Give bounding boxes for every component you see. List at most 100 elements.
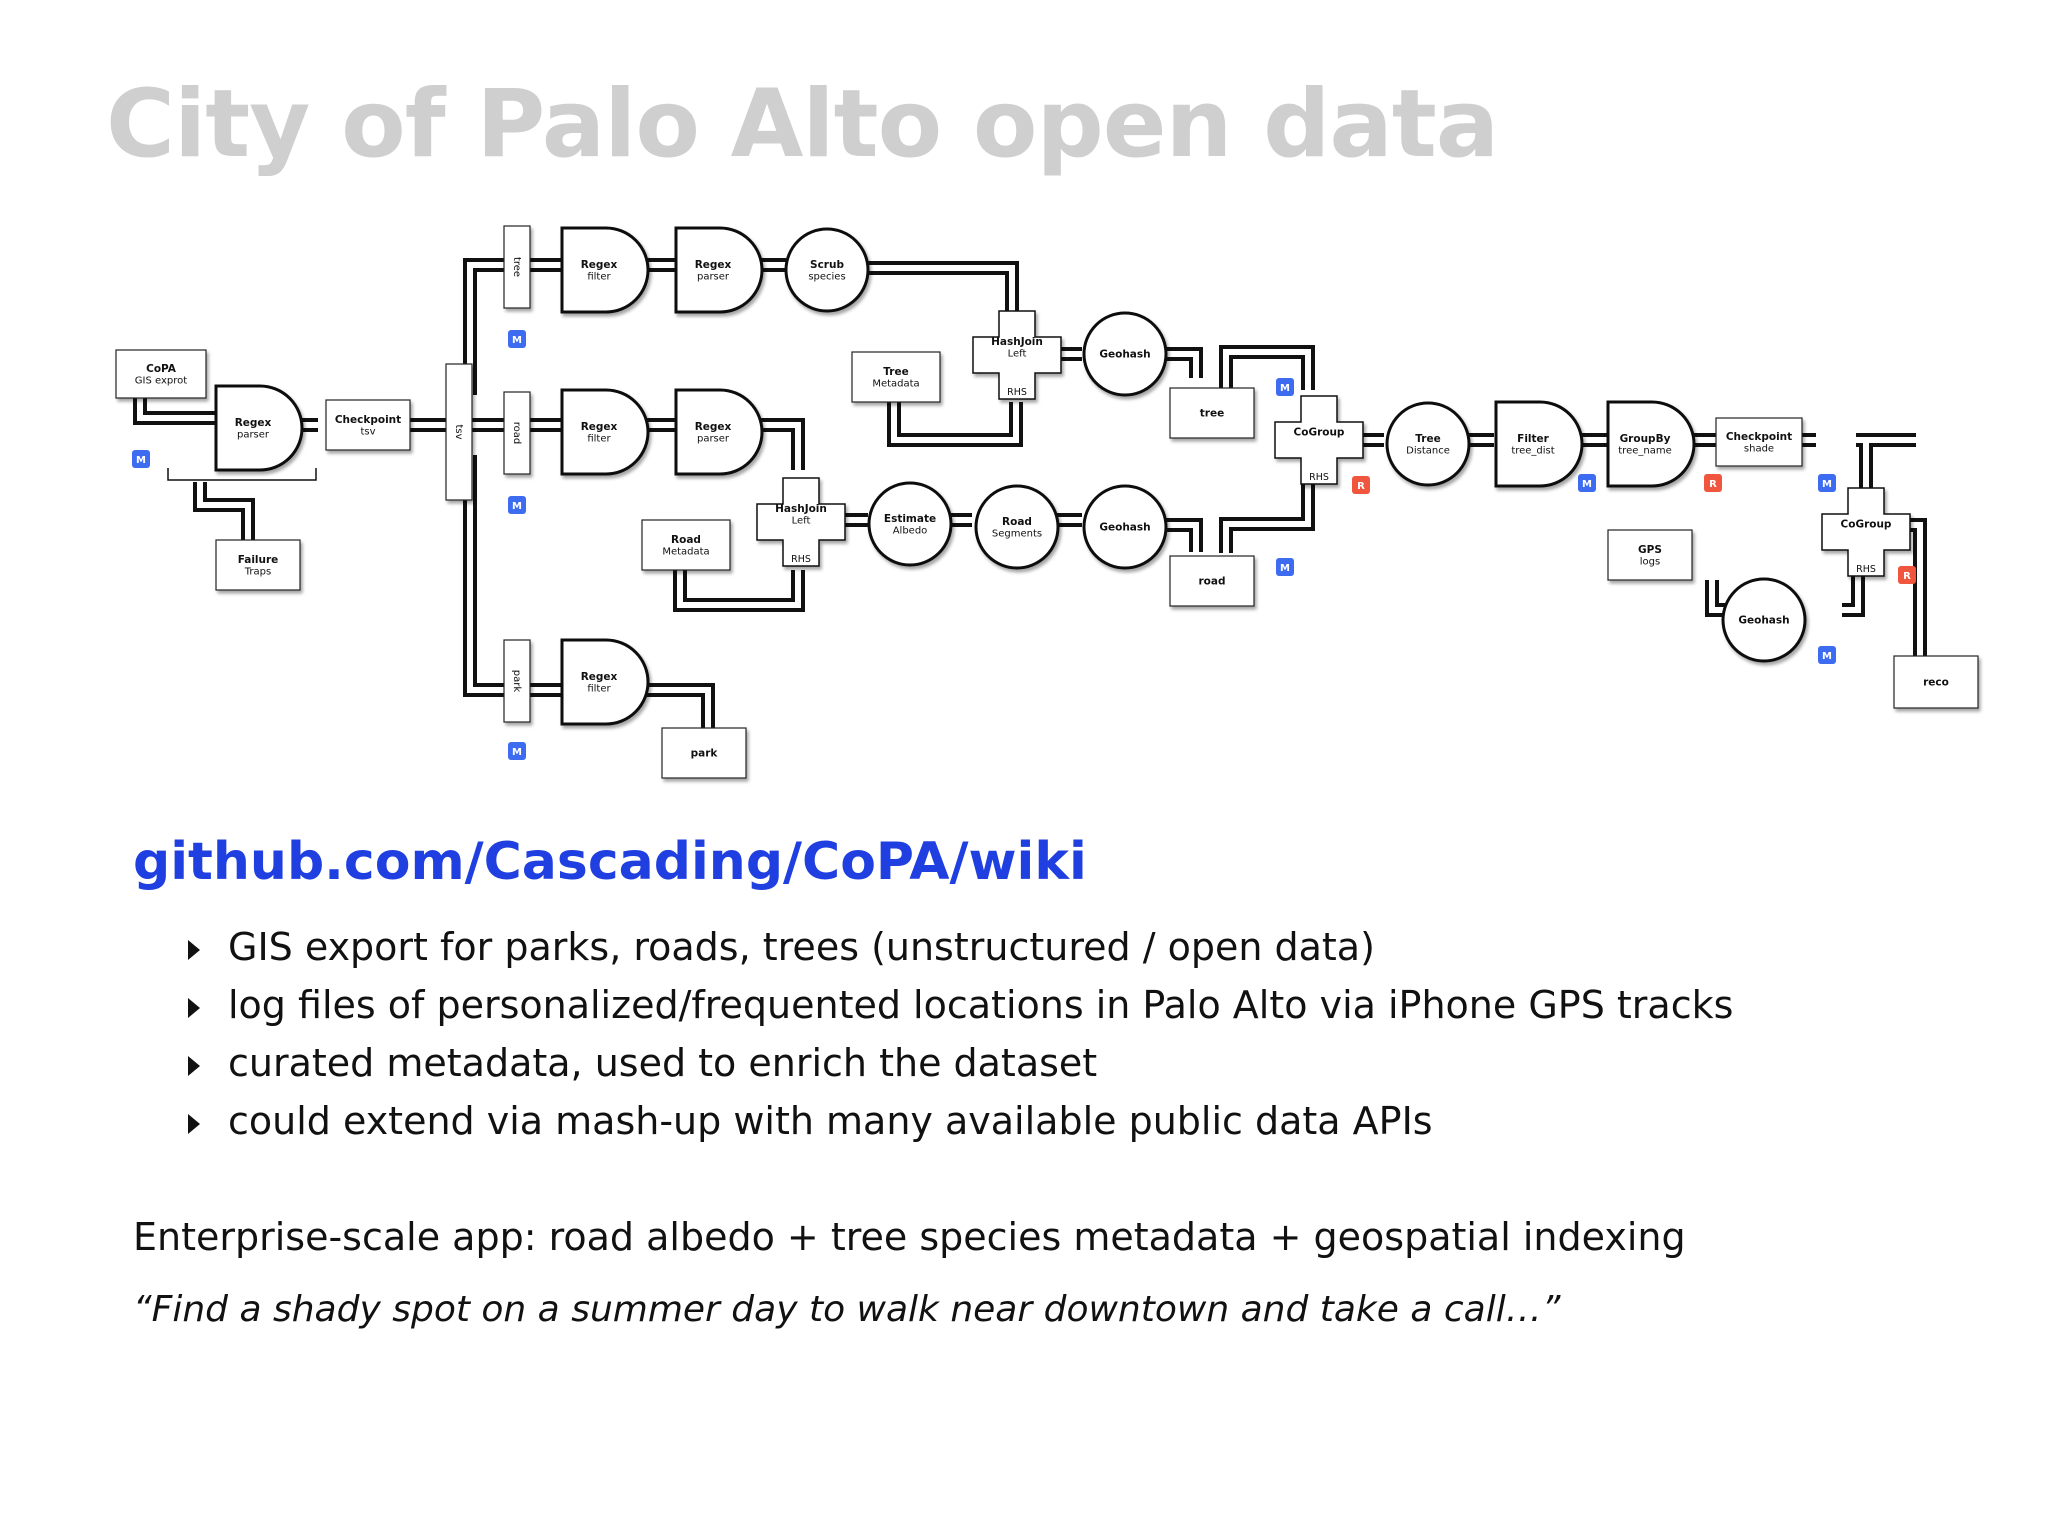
- sink-tree: tree: [1169, 387, 1255, 439]
- pipe-core: [754, 422, 801, 470]
- split-label: tsv: [453, 424, 464, 439]
- wiki-link[interactable]: github.com/Cascading/CoPA/wiki: [133, 832, 1087, 892]
- node-label: HashJoin: [991, 336, 1043, 348]
- split-tsv: tsv: [445, 363, 473, 501]
- node-label: shade: [1744, 443, 1774, 454]
- node-label: road: [1199, 576, 1226, 588]
- node-label: Regex: [581, 421, 618, 433]
- node-label: Traps: [244, 566, 271, 577]
- split-label: tree: [511, 257, 522, 277]
- rhs-label: RHS: [1856, 564, 1876, 575]
- node-label: filter: [587, 683, 611, 694]
- map-badge: M: [1276, 378, 1294, 396]
- node-label: GPS: [1638, 544, 1662, 556]
- pipe-core: [1154, 351, 1199, 378]
- badge-label: M: [512, 335, 522, 346]
- bullet-item: GIS export for parks, roads, trees (unst…: [180, 918, 1733, 976]
- map-badge: M: [508, 330, 526, 348]
- badge-label: R: [1903, 571, 1911, 582]
- node-label: Filter: [1517, 433, 1550, 445]
- node-label: tree_name: [1618, 445, 1671, 456]
- split-park: park: [503, 639, 531, 723]
- bullet-item: could extend via mash-up with many avail…: [180, 1092, 1733, 1150]
- node-label: tree_dist: [1511, 445, 1554, 456]
- node-label: Regex: [581, 259, 618, 271]
- pipe-core: [862, 265, 1015, 340]
- node-label: Checkpoint: [1726, 431, 1792, 443]
- pipe: [193, 482, 255, 540]
- split-tree: tree: [503, 225, 531, 309]
- node-label: CoGroup: [1294, 427, 1345, 439]
- rhs-label: RHS: [791, 554, 811, 565]
- pipe-core: [467, 455, 510, 693]
- pipe-core: [677, 542, 801, 608]
- pipe-core: [197, 482, 251, 540]
- node-label: Geohash: [1099, 349, 1150, 361]
- node-label: Albedo: [893, 525, 928, 536]
- node-label: CoPA: [146, 363, 177, 375]
- node-label: Tree: [883, 366, 908, 378]
- map-badge: M: [1276, 558, 1294, 576]
- map-badge: M: [1818, 646, 1836, 664]
- badge-label: M: [512, 747, 522, 758]
- op-geohash-road: Geohash: [1082, 484, 1168, 570]
- node-label: Regex: [695, 421, 732, 433]
- node-label: Road: [1002, 516, 1032, 528]
- node-label: tree: [1200, 408, 1224, 420]
- badge-label: M: [512, 501, 522, 512]
- reduce-badge: R: [1898, 566, 1916, 584]
- bullet-item: log files of personalized/frequented loc…: [180, 976, 1733, 1034]
- node-label: Regex: [581, 671, 618, 683]
- bullet-arrow-icon: [188, 1056, 200, 1076]
- use-case-quote: “Find a shady spot on a summer day to wa…: [133, 1289, 1561, 1330]
- badge-label: M: [136, 455, 146, 466]
- pipe-core: [1154, 522, 1199, 552]
- pipe-core: [1223, 478, 1311, 553]
- node-label: reco: [1923, 677, 1949, 689]
- node-label: species: [808, 271, 845, 282]
- op-geohash-tree: Geohash: [1082, 311, 1168, 397]
- node-label: Geohash: [1738, 615, 1789, 627]
- node-label: parser: [697, 433, 730, 444]
- failure-bracket: [167, 468, 317, 481]
- map-badge: M: [132, 450, 150, 468]
- split-road: road: [503, 391, 531, 475]
- node-label: Geohash: [1099, 522, 1150, 534]
- pipe-core: [137, 390, 228, 421]
- badge-label: M: [1280, 563, 1290, 574]
- op-geohash-gps: Geohash: [1721, 577, 1807, 663]
- node-label: Road: [671, 534, 701, 546]
- pipe: [642, 683, 715, 728]
- node-label: Estimate: [884, 513, 936, 525]
- map-badge: M: [508, 496, 526, 514]
- split-label: road: [511, 422, 522, 445]
- bullet-item: curated metadata, used to enrich the dat…: [180, 1034, 1733, 1092]
- node-label: Checkpoint: [335, 414, 401, 426]
- split-label: park: [511, 670, 522, 693]
- node-label: Distance: [1406, 445, 1450, 456]
- pipe-core: [1223, 349, 1311, 398]
- bullet-arrow-icon: [188, 998, 200, 1018]
- pipe: [1219, 478, 1315, 553]
- pipe-core: [891, 402, 1019, 443]
- node-label: parser: [697, 271, 730, 282]
- bullet-arrow-icon: [188, 1114, 200, 1134]
- node-label: filter: [587, 271, 611, 282]
